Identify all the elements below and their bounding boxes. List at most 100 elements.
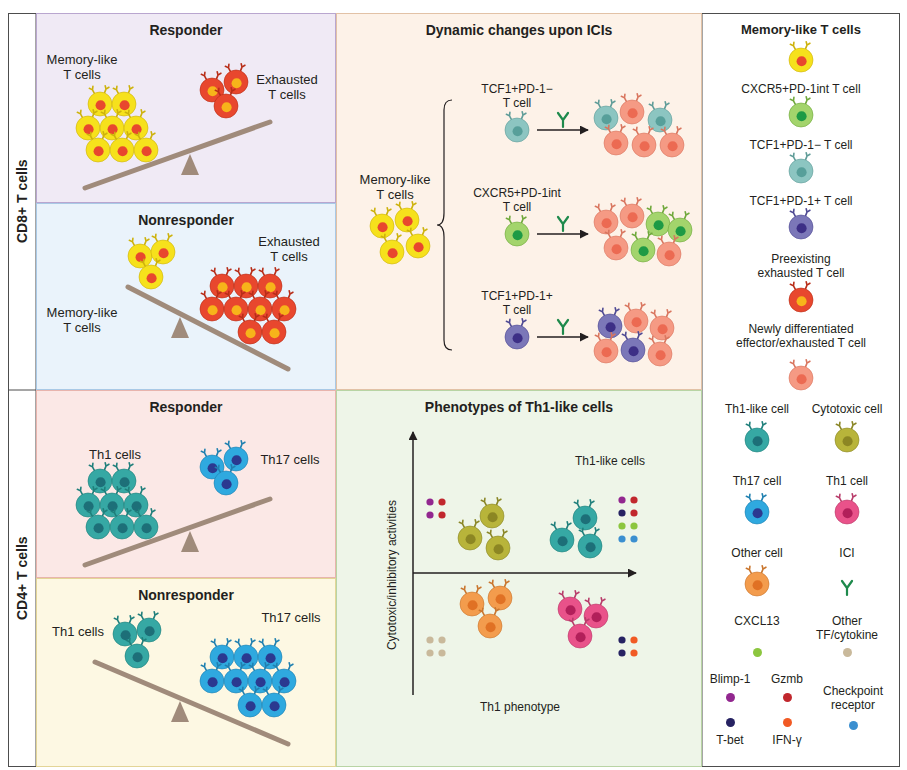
panel-title: Nonresponder	[36, 587, 336, 604]
cell-icon	[214, 88, 238, 118]
receptor	[506, 319, 511, 326]
receptor	[595, 333, 600, 340]
receptor	[155, 259, 159, 266]
receptor	[249, 663, 254, 670]
cell-nucleus	[120, 100, 130, 110]
cell-icon	[272, 291, 296, 321]
cell-body	[76, 493, 100, 517]
receptor	[111, 132, 116, 139]
cell-body	[124, 116, 148, 140]
cell-icon	[110, 509, 134, 539]
cell-nucleus	[84, 501, 94, 511]
cell-nucleus	[159, 248, 169, 258]
cell-icon	[200, 291, 224, 321]
cell-icon	[631, 232, 655, 262]
receptor	[215, 88, 220, 95]
receptor	[240, 663, 244, 670]
cell-nucleus	[145, 626, 155, 636]
cell-body	[835, 500, 859, 524]
cell-icon	[668, 212, 692, 242]
cell-icon	[573, 500, 597, 530]
cell-icon	[224, 441, 248, 471]
cell-nucleus	[266, 282, 276, 292]
cell-body	[262, 693, 286, 717]
cell-body	[646, 212, 670, 236]
receptor	[141, 638, 145, 645]
panel-label: Memory-like T cells	[44, 52, 120, 83]
receptor	[135, 132, 140, 139]
marker-dot	[618, 496, 625, 503]
receptor	[647, 206, 652, 213]
receptor	[502, 530, 506, 537]
cell-icon	[124, 110, 148, 140]
marker-dot	[618, 509, 625, 516]
cell-icon	[100, 487, 124, 517]
legend-label: Th1-like cell	[714, 402, 800, 416]
panel: NonresponderTh1 cellsTh17 cells	[36, 578, 336, 767]
receptor	[278, 314, 282, 321]
receptor	[805, 97, 809, 104]
cell-nucleus	[388, 248, 398, 258]
cell-nucleus	[232, 305, 242, 315]
receptor	[805, 153, 809, 160]
receptor	[263, 314, 268, 321]
receptor	[574, 500, 579, 507]
receptor	[259, 639, 264, 646]
cell-body	[505, 222, 529, 246]
receptor	[104, 463, 108, 470]
legend-swatch	[753, 648, 762, 657]
legend-label: Cytotoxic cell	[804, 402, 890, 416]
receptor	[259, 268, 264, 275]
receptor	[216, 449, 220, 456]
panel: ResponderTh1 cellsTh17 cells	[36, 390, 336, 578]
cell-nucleus	[256, 305, 266, 315]
receptor	[594, 528, 598, 535]
receptor	[666, 310, 670, 317]
cell-body	[505, 325, 529, 349]
cell-icon	[458, 520, 482, 550]
cell-body	[568, 624, 592, 648]
cell-icon	[835, 422, 859, 452]
cell-body	[558, 597, 582, 621]
cell-body	[745, 428, 769, 452]
cell-nucleus	[118, 523, 128, 533]
receptor	[111, 509, 116, 516]
cell-body	[406, 234, 430, 258]
receptor	[126, 638, 131, 645]
cell-icon	[210, 268, 234, 298]
receptor	[87, 509, 92, 516]
cell-body	[745, 500, 769, 524]
cell-icon	[478, 608, 502, 638]
cell-body	[248, 297, 272, 321]
cell-body	[835, 428, 859, 452]
cell-nucleus	[576, 632, 586, 642]
receptor	[805, 282, 809, 289]
seesaw-fulcrum	[171, 317, 189, 338]
receptor	[636, 94, 640, 101]
cell-body	[789, 159, 813, 183]
cell-nucleus	[488, 512, 498, 522]
cell-nucleus	[132, 124, 142, 134]
receptor	[648, 127, 652, 134]
seesaw-beam	[85, 122, 270, 188]
receptor	[487, 530, 492, 537]
ici-symbol	[558, 217, 568, 231]
receptor	[264, 663, 268, 670]
cell-icon	[370, 208, 394, 238]
receptor	[128, 86, 132, 93]
receptor	[746, 566, 751, 573]
legend-label: T-bet	[700, 733, 760, 747]
receptor	[101, 110, 106, 117]
receptor	[129, 238, 134, 245]
receptor	[371, 208, 376, 215]
cell-nucleus	[222, 479, 232, 489]
cell-nucleus	[232, 78, 242, 88]
receptor	[273, 663, 278, 670]
cell-icon	[88, 463, 112, 493]
receptor	[585, 598, 590, 605]
cell-nucleus	[142, 146, 152, 156]
arrow	[413, 572, 636, 574]
cell-icon	[620, 94, 644, 124]
cell-body	[234, 274, 258, 298]
cell-icon	[248, 663, 272, 693]
